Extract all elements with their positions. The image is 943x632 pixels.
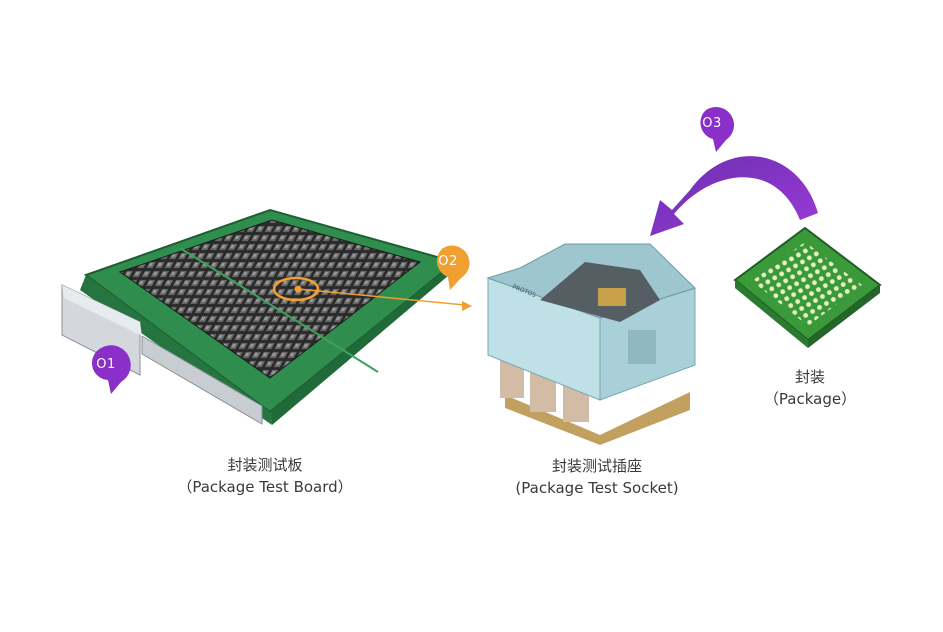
caption-package: 封装 （Package） (755, 366, 865, 410)
socket-location-highlight (272, 276, 472, 311)
marker-number-socket: O2 (438, 254, 458, 269)
marker-pin-socket (436, 245, 470, 290)
package-chip (733, 226, 882, 348)
caption-socket-subtitle: (Package Test Socket) (515, 479, 679, 497)
marker-pin-board (91, 345, 131, 394)
caption-board: 封装测试板 （Package Test Board） (160, 454, 370, 498)
marker-label-socket: O2 (430, 247, 466, 291)
package-test-board (61, 208, 458, 425)
marker-label-package: O3 (694, 109, 730, 153)
caption-socket: 封装测试插座 (Package Test Socket) (492, 455, 702, 499)
caption-socket-title: 封装测试插座 (551, 457, 642, 475)
marker-number-package: O3 (702, 116, 722, 131)
marker-label-board: O1 (88, 350, 124, 394)
marker-pin-package (700, 106, 735, 152)
caption-package-title: 封装 (794, 368, 825, 386)
caption-board-title: 封装测试板 (227, 456, 303, 474)
package-test-socket: PROTOS (486, 243, 696, 445)
marker-number-board: O1 (96, 357, 116, 372)
caption-board-subtitle: （Package Test Board） (177, 478, 353, 496)
curved-arrow-icon (650, 156, 818, 236)
caption-package-subtitle: （Package） (763, 390, 857, 408)
